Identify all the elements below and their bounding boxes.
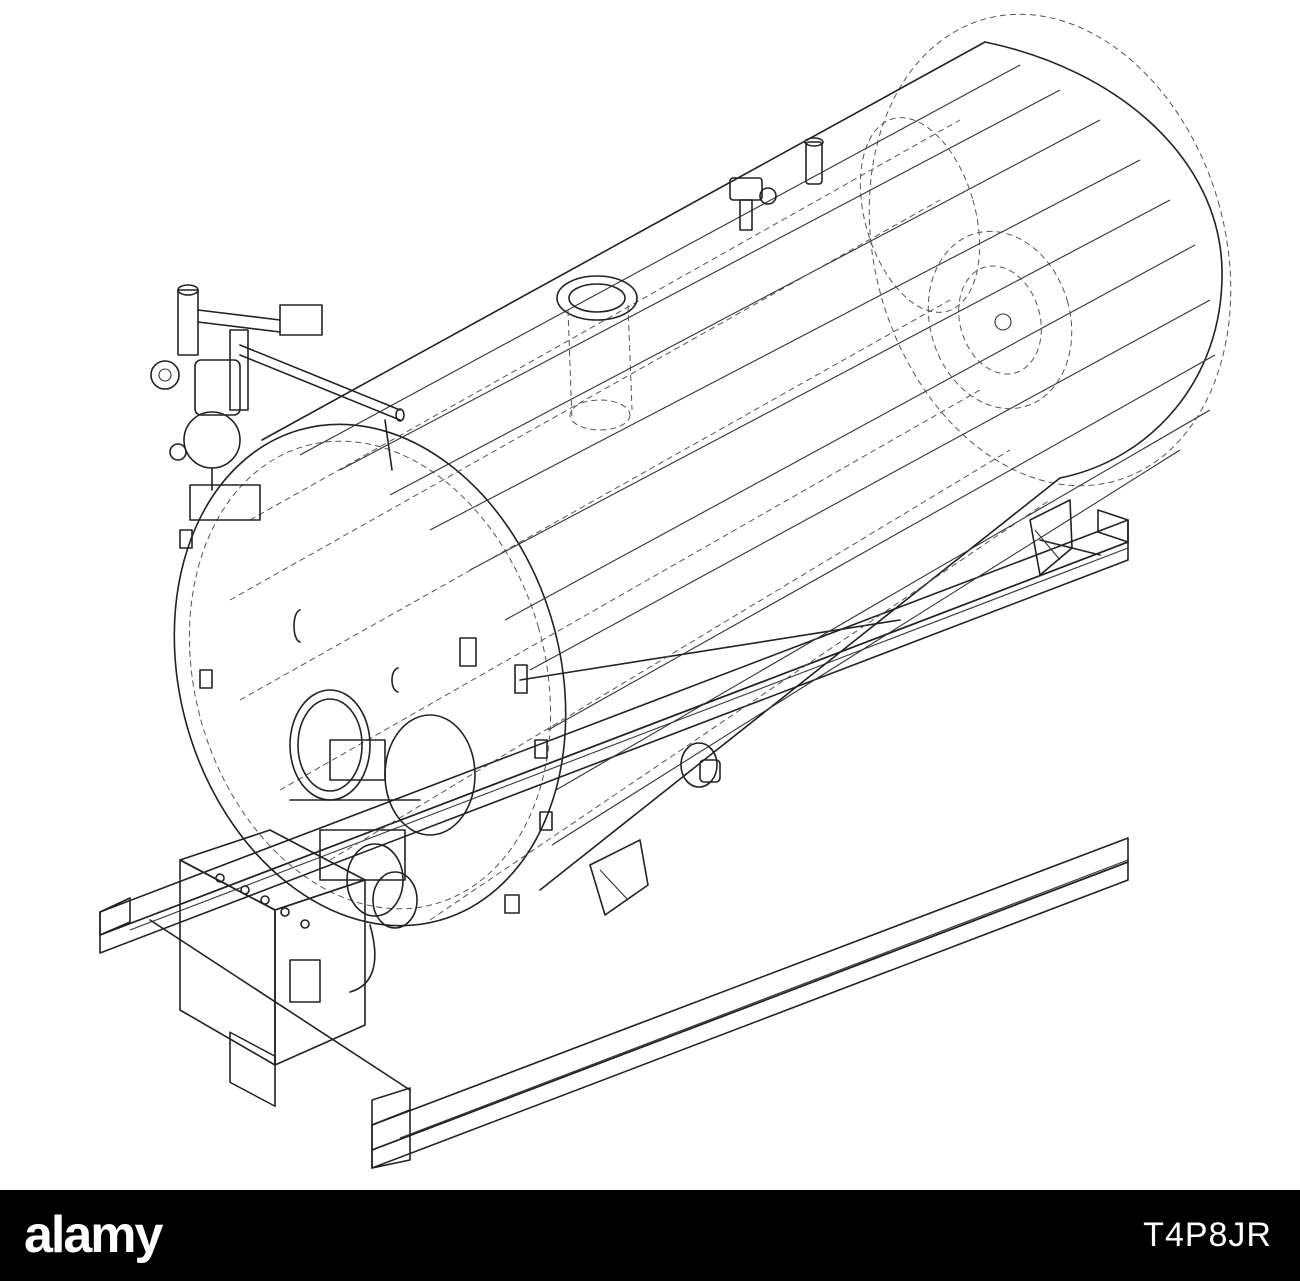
base-rail-rear [371, 837, 1129, 1169]
steam-piping [150, 284, 405, 491]
control-panel [179, 829, 366, 1108]
front-head-fittings [179, 484, 721, 914]
manhole [556, 275, 638, 431]
svg-text:alamy: alamy [24, 1206, 164, 1264]
cross-members [149, 539, 1101, 1091]
top-nozzles [729, 137, 824, 231]
image-id: T4P8JR [1143, 1216, 1272, 1254]
footer-bar: alamy T4P8JR [0, 1190, 1300, 1281]
boiler-drawing [99, 13, 1232, 1169]
saddle-supports [589, 499, 1073, 916]
burner-assembly [289, 689, 476, 993]
boiler-shell [173, 13, 1232, 927]
brand-logo: alamy [24, 1206, 166, 1264]
base-rail-front [99, 509, 1129, 954]
